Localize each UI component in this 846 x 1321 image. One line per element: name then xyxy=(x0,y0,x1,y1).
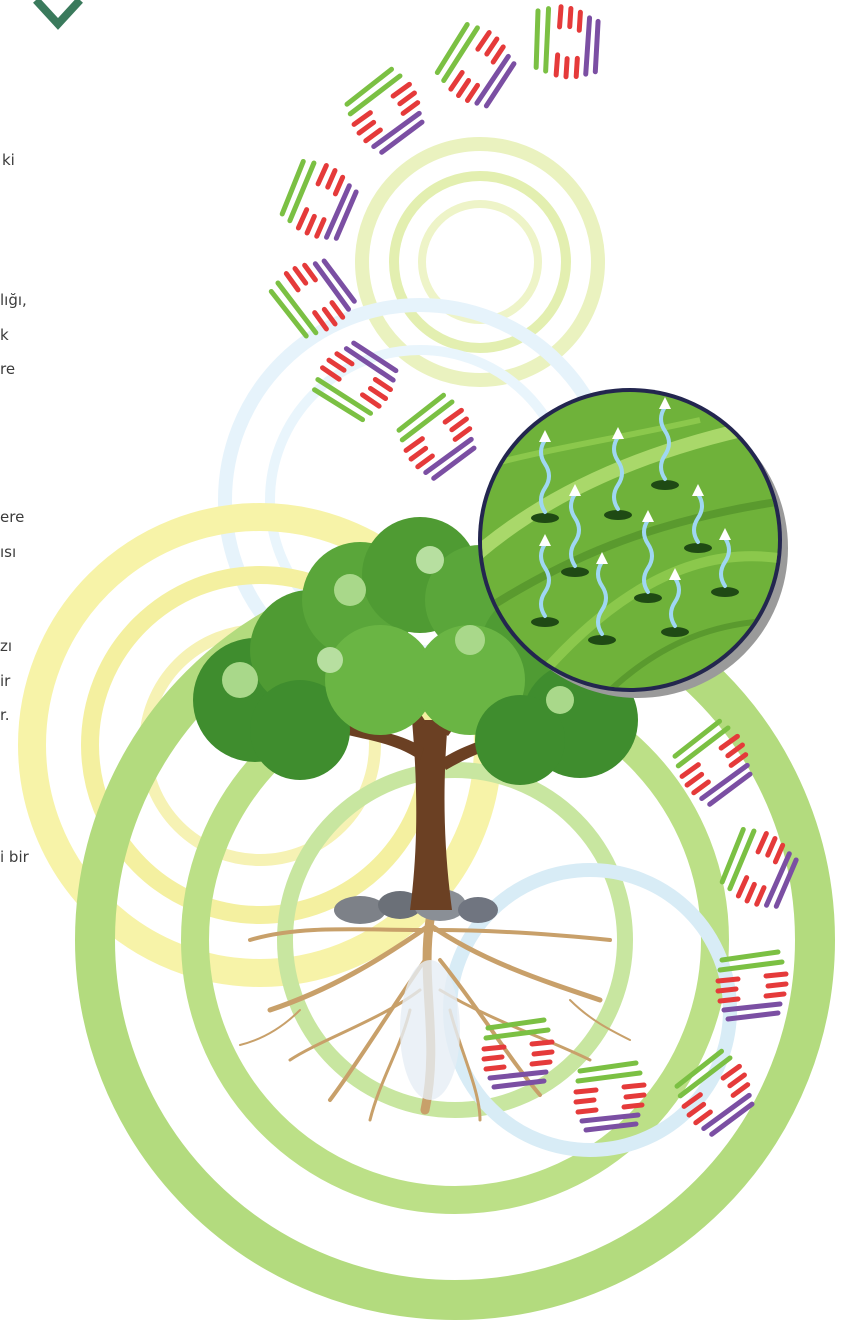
molecule-icon xyxy=(528,3,606,82)
text-fragment: ısı xyxy=(0,543,16,561)
text-fragment: ir xyxy=(0,672,10,690)
molecule-icon xyxy=(267,251,359,343)
text-fragment: k xyxy=(0,326,9,344)
chevron-down-icon xyxy=(36,0,80,24)
molecule-icon xyxy=(273,155,365,247)
molecule-icon xyxy=(429,18,524,113)
text-fragment: r. xyxy=(0,706,10,724)
text-fragment: lığı, xyxy=(0,291,27,309)
text-fragment: zı xyxy=(0,637,12,655)
text-fragment: i bir xyxy=(0,848,29,866)
molecule-icon xyxy=(340,65,432,157)
text-fragment: re xyxy=(0,360,15,378)
text-fragment: ere xyxy=(0,508,24,526)
text-fragment: ki xyxy=(2,151,15,169)
molecule-icon xyxy=(392,391,484,483)
